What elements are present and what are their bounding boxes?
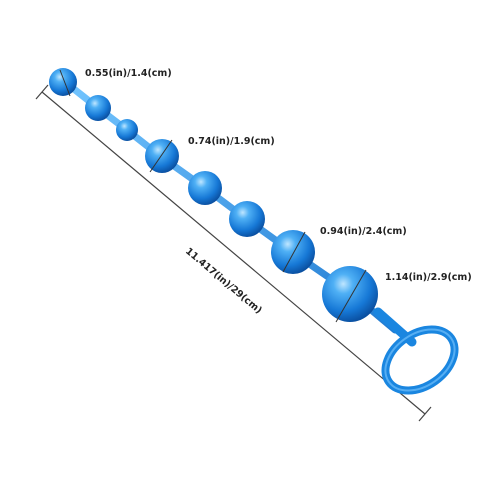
bead-7 xyxy=(271,230,315,274)
bead-5 xyxy=(188,171,222,205)
bead-4 xyxy=(145,139,179,173)
bead-1 xyxy=(49,68,77,96)
bead-small-measure: 0.55(in)/1.4(cm) xyxy=(59,68,172,97)
bead-3 xyxy=(116,119,138,141)
bead-8 xyxy=(322,266,378,322)
total-length-label: 11.417(in)/29(cm) xyxy=(183,246,264,316)
bead-large-measure: 0.94(in)/2.4(cm) xyxy=(282,226,407,273)
ring-handle xyxy=(373,307,459,395)
bead-small-label: 0.55(in)/1.4(cm) xyxy=(85,68,172,79)
bead-chain xyxy=(49,68,378,322)
bead-2 xyxy=(85,95,111,121)
bead-medium-measure: 0.74(in)/1.9(cm) xyxy=(149,136,275,173)
bead-6 xyxy=(229,201,265,237)
bead-xlarge-measure: 1.14(in)/2.9(cm) xyxy=(335,269,472,323)
bead-large-label: 0.94(in)/2.4(cm) xyxy=(320,226,407,237)
bead-xlarge-label: 1.14(in)/2.9(cm) xyxy=(385,272,472,283)
bead-medium-label: 0.74(in)/1.9(cm) xyxy=(188,136,275,147)
